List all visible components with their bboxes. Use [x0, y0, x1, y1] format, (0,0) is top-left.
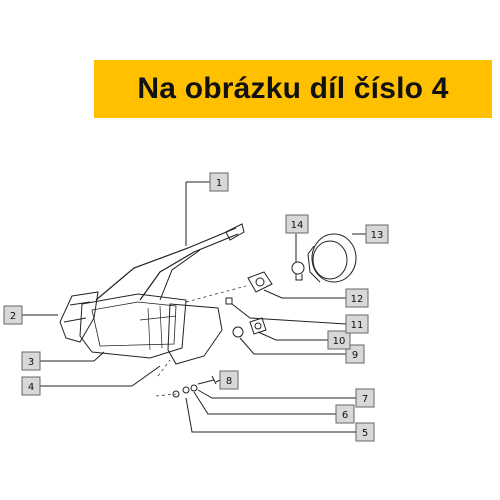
- callout-6: 6: [335, 404, 355, 424]
- screw: [197, 375, 217, 385]
- callout-2: 2: [3, 305, 23, 325]
- callout-8: 8: [219, 370, 239, 390]
- bulb: [291, 261, 305, 275]
- wiring-harness: [95, 227, 237, 301]
- callout-11: 11: [345, 314, 369, 334]
- callout-4: 4: [21, 376, 41, 396]
- callout-7: 7: [355, 388, 375, 408]
- small-clip: [225, 297, 233, 305]
- banner-text: Na obrázku díl číslo 4: [137, 72, 449, 105]
- callout-3: 3: [21, 351, 41, 371]
- highlight-banner: Na obrázku díl číslo 4: [94, 60, 492, 118]
- parking-bulb: [232, 326, 244, 338]
- svg-text:6: 6: [342, 410, 348, 421]
- svg-text:5: 5: [362, 428, 368, 439]
- svg-text:3: 3: [28, 357, 34, 368]
- svg-text:12: 12: [351, 294, 364, 305]
- headlamp-housing: [79, 293, 187, 359]
- callout-1: 1: [209, 172, 229, 192]
- callout-13: 13: [365, 224, 389, 244]
- svg-text:13: 13: [371, 230, 384, 241]
- svg-text:14: 14: [291, 220, 304, 231]
- svg-text:8: 8: [226, 376, 232, 387]
- svg-text:9: 9: [352, 350, 358, 361]
- callout-14: 14: [285, 214, 309, 234]
- reflector-ring: [311, 233, 357, 283]
- svg-text:11: 11: [351, 320, 364, 331]
- svg-text:4: 4: [28, 382, 34, 393]
- svg-text:7: 7: [362, 394, 368, 405]
- callout-5: 5: [355, 422, 375, 442]
- bulb-socket: [247, 271, 273, 293]
- bracket-part: [59, 291, 99, 343]
- washer: [172, 390, 180, 398]
- callout-12: 12: [345, 288, 369, 308]
- svg-text:1: 1: [216, 178, 222, 189]
- svg-text:2: 2: [10, 311, 16, 322]
- callout-labels: 1 2 3 4 5 6 7 8 9 10 11 12 13 14: [3, 172, 389, 442]
- svg-text:10: 10: [333, 336, 346, 347]
- headlamp-lens: [167, 303, 223, 365]
- callout-10: 10: [327, 330, 351, 350]
- bulb-holder: [249, 317, 267, 335]
